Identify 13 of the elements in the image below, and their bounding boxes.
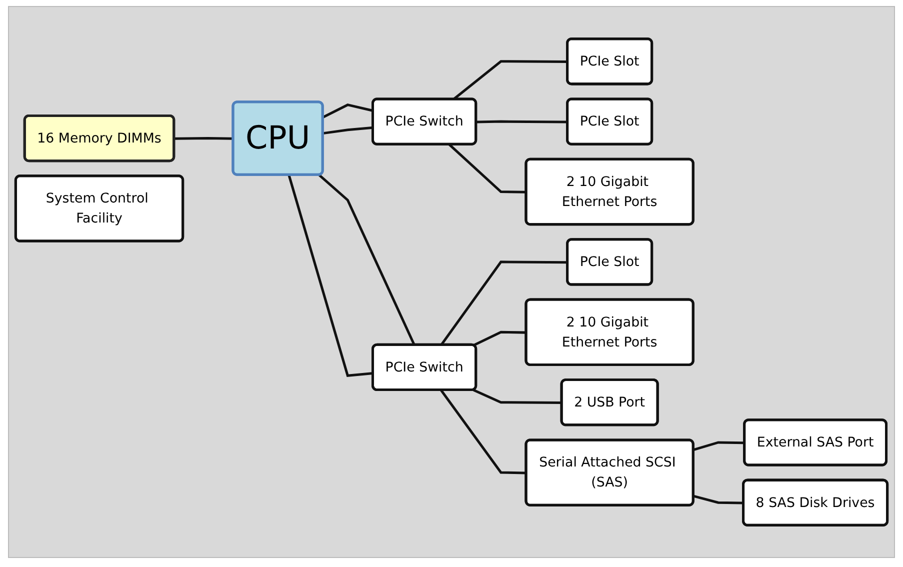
connector xyxy=(440,260,568,346)
connector xyxy=(476,120,568,124)
connector xyxy=(440,389,526,474)
connector xyxy=(472,330,526,346)
connector xyxy=(448,144,526,194)
connector xyxy=(322,126,374,135)
connector xyxy=(174,137,234,140)
connector xyxy=(288,174,374,377)
connector xyxy=(318,174,416,346)
connector xyxy=(693,441,745,452)
connector xyxy=(693,494,744,504)
connector xyxy=(472,388,562,404)
connector xyxy=(322,104,374,118)
